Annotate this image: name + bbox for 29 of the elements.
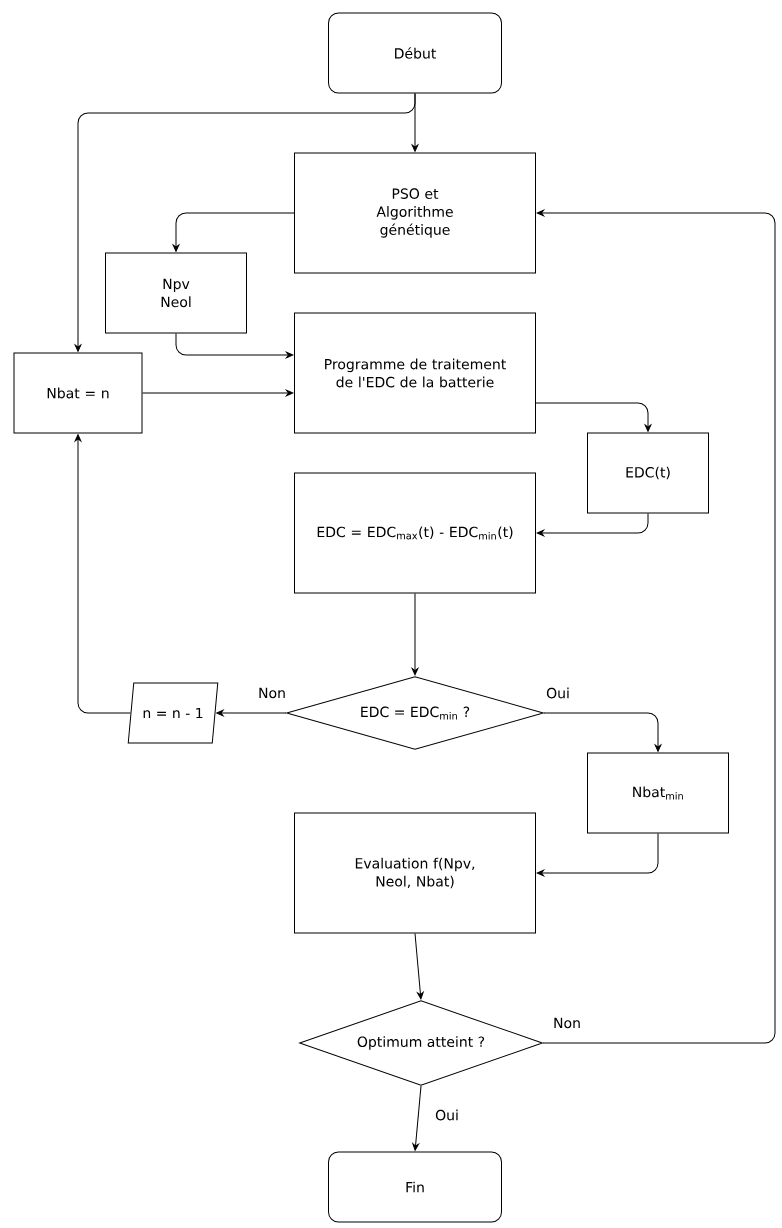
arrow bbox=[411, 593, 419, 676]
process-box: Nbat$_{min}$ bbox=[587, 752, 729, 834]
arrow bbox=[535, 402, 652, 432]
edge-label: Oui bbox=[545, 686, 571, 700]
io-parallelogram: n = n - 1 bbox=[127, 682, 219, 744]
edge-label: Non bbox=[257, 686, 287, 700]
terminal-box: Début bbox=[328, 12, 502, 94]
arrow bbox=[536, 833, 659, 877]
arrow bbox=[74, 93, 416, 352]
arrow bbox=[412, 1085, 422, 1151]
arrow bbox=[172, 212, 295, 252]
arrow bbox=[536, 209, 776, 1044]
arrow bbox=[74, 434, 131, 714]
arrow bbox=[536, 513, 649, 537]
arrow bbox=[175, 333, 294, 359]
terminal-box: Fin bbox=[328, 1151, 502, 1223]
arrow bbox=[142, 389, 294, 397]
edge-label: Non bbox=[552, 1016, 582, 1030]
edge-label: Oui bbox=[434, 1108, 460, 1122]
process-box: PSO et Algorithme génétique bbox=[294, 152, 536, 274]
process-box: Npv Neol bbox=[105, 252, 247, 334]
process-box: EDC = EDC$_{max}$(t) - EDC$_{min}$(t) bbox=[294, 472, 536, 594]
process-box: Nbat = n bbox=[13, 352, 143, 434]
process-box: Programme de traitement de l'EDC de la batterie bbox=[294, 312, 536, 434]
arrow bbox=[543, 712, 662, 752]
arrow bbox=[216, 709, 287, 717]
arrow bbox=[414, 933, 424, 1000]
process-box: Evaluation f(Npv, Neol, Nbat) bbox=[294, 812, 536, 934]
process-box: EDC(t) bbox=[587, 432, 709, 514]
